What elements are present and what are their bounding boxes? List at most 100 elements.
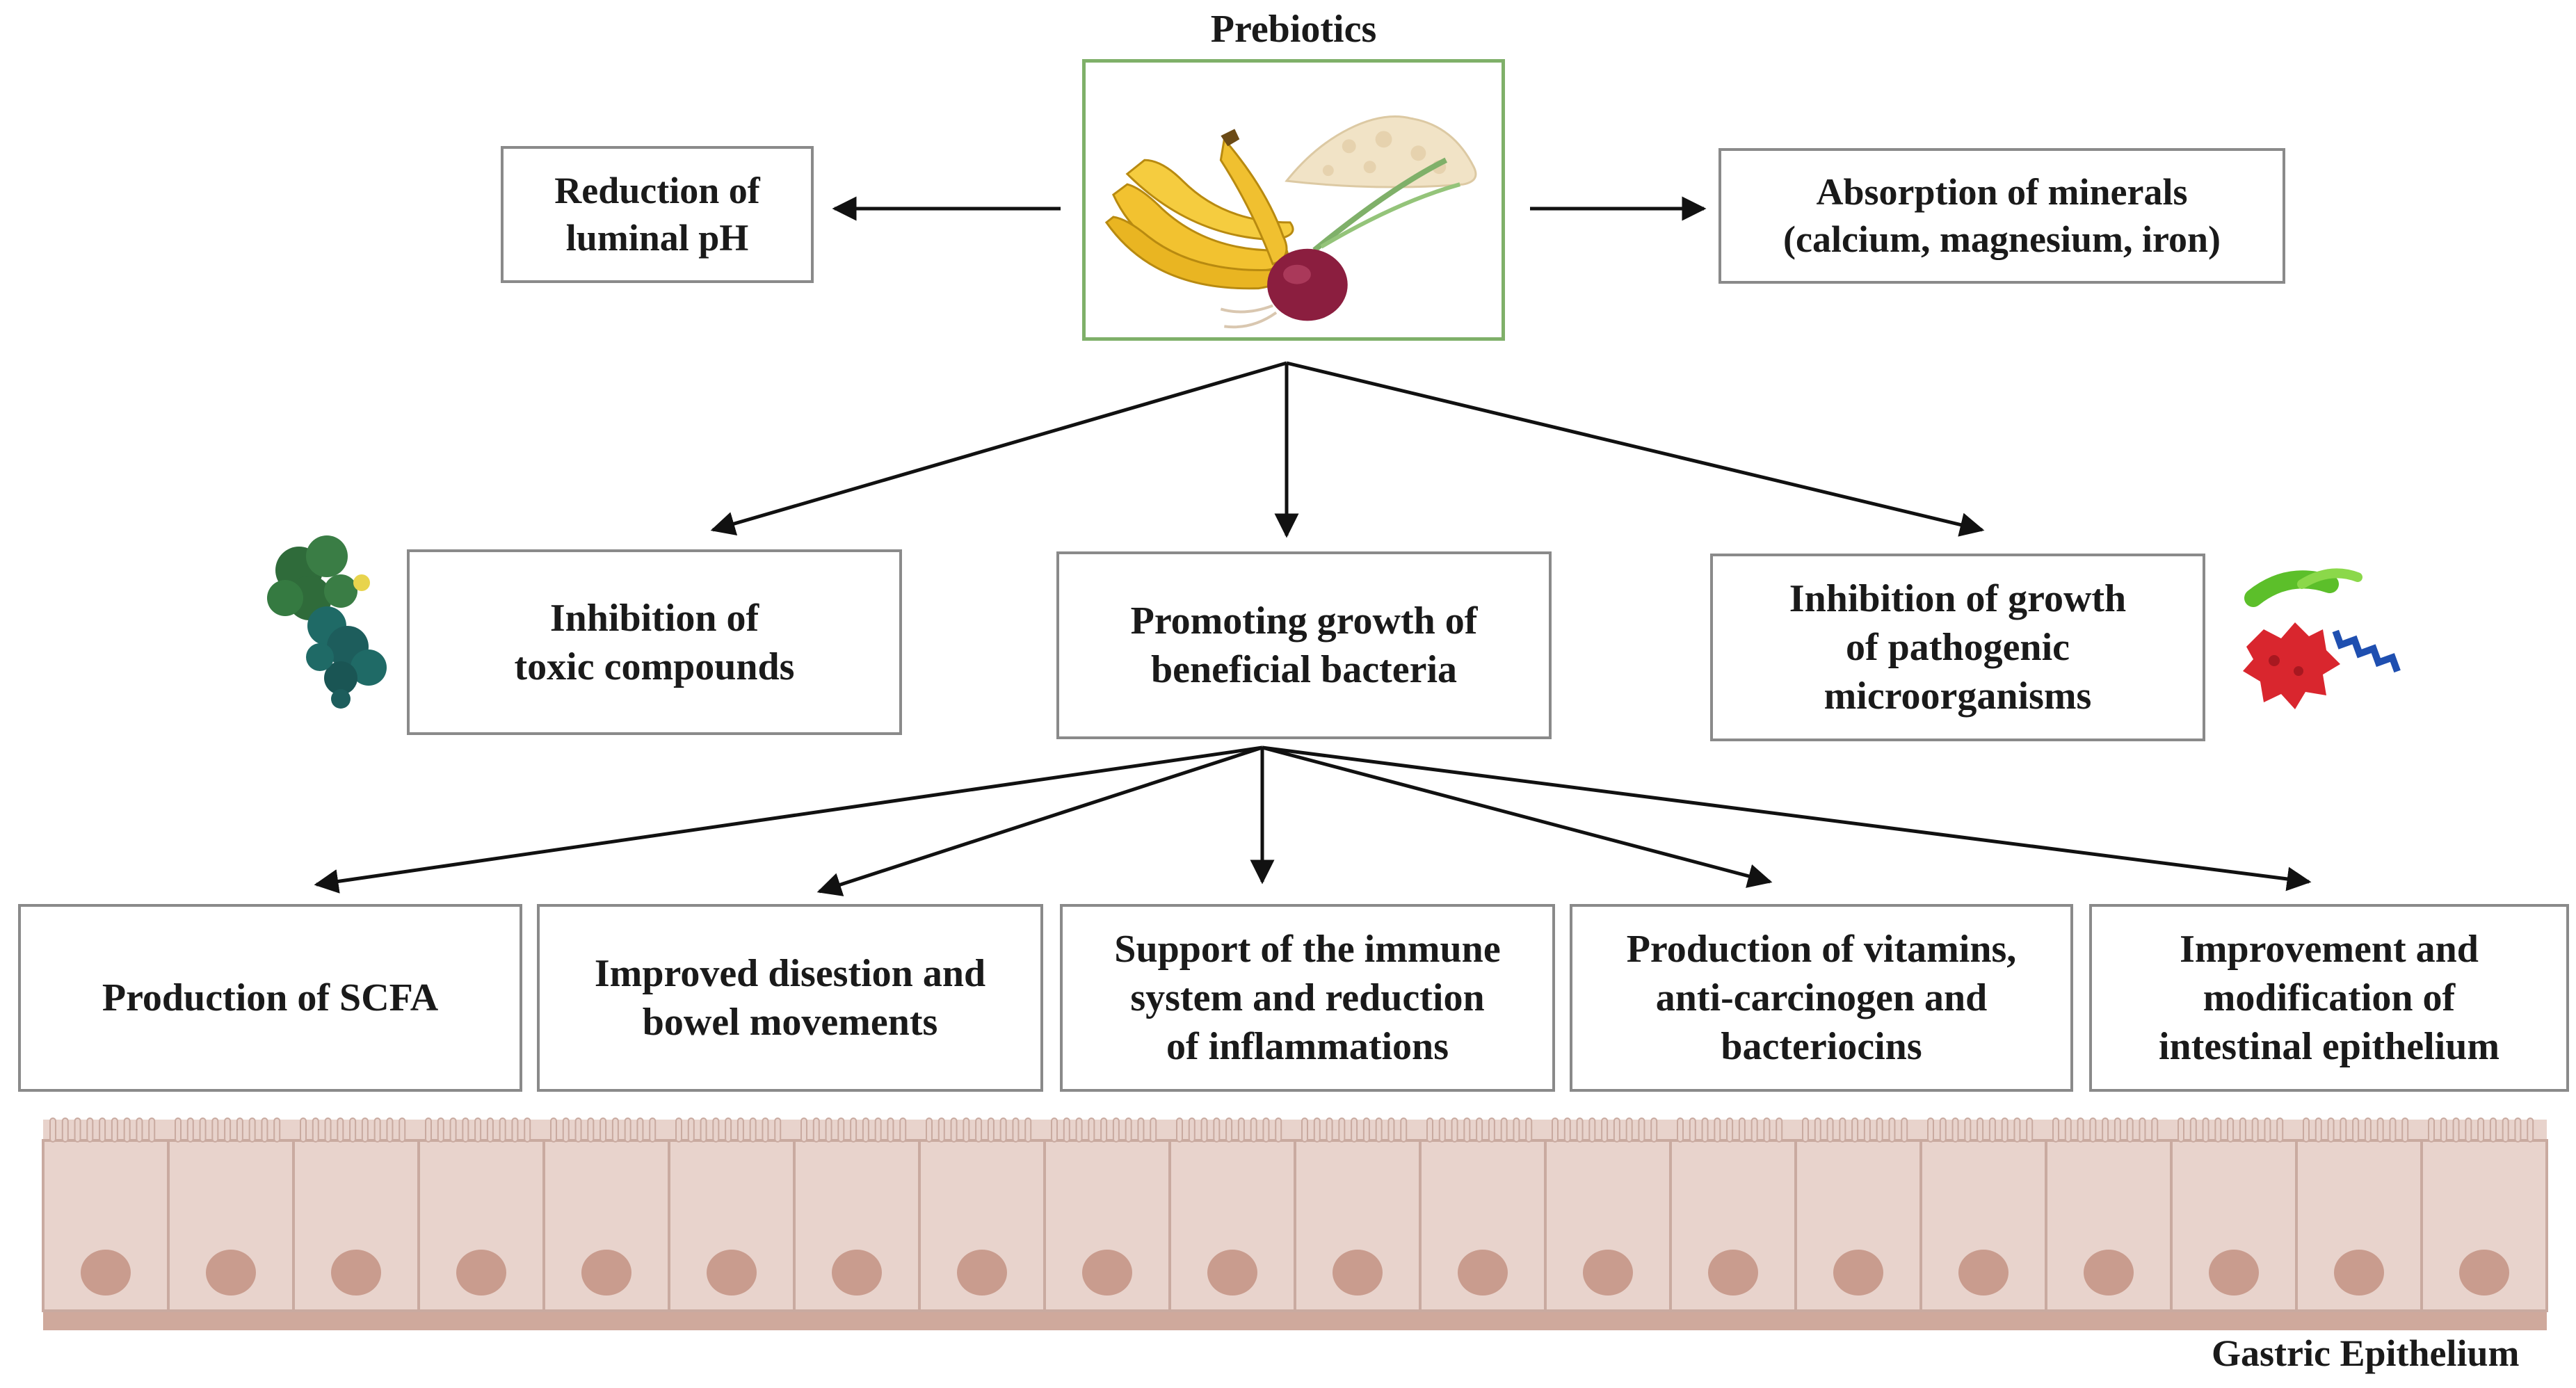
microvillus (2389, 1117, 2397, 1143)
epithelial-cell (2420, 1139, 2548, 1312)
microvillus (1814, 1117, 1821, 1143)
effect-inhibition-toxic-compounds: Inhibition of toxic compounds (407, 549, 902, 735)
microvillus (1951, 1117, 1959, 1143)
microvillus (599, 1117, 607, 1143)
microvillus (474, 1117, 482, 1143)
microvillus (725, 1117, 732, 1143)
microvillus (1638, 1117, 1645, 1143)
cell-nucleus (957, 1250, 1007, 1296)
microvillus (449, 1117, 457, 1143)
microvillus (2013, 1117, 2021, 1143)
cell-nucleus (1333, 1250, 1383, 1296)
cell-nucleus (1458, 1250, 1508, 1296)
microvillus (850, 1117, 858, 1143)
microvillus (887, 1117, 894, 1143)
microvillus (2089, 1117, 2097, 1143)
microvillus (1125, 1117, 1132, 1143)
cell-nucleus (1833, 1250, 1883, 1296)
microvillus (975, 1117, 983, 1143)
microvillus (1525, 1117, 1533, 1143)
microvillus (950, 1117, 958, 1143)
effect-improved-digestion: Improved disestion and bowel movements (537, 904, 1043, 1092)
microvillus (2352, 1117, 2360, 1143)
effect-reduction-luminal-ph: Reduction of luminal pH (501, 146, 814, 283)
microvillus (1701, 1117, 1709, 1143)
microvillus (687, 1117, 695, 1143)
microvillus (675, 1117, 682, 1143)
microvillus (324, 1117, 332, 1143)
effect-line: Support of the immune (1114, 928, 1501, 971)
arrow (1262, 745, 1773, 888)
microvillus (2151, 1117, 2159, 1143)
microvillus (2527, 1117, 2534, 1143)
microvillus (2315, 1117, 2322, 1143)
microvillus (2327, 1117, 2335, 1143)
microvillus (874, 1117, 882, 1143)
cell-nucleus (456, 1250, 506, 1296)
microvillus (1375, 1117, 1383, 1143)
arrow (314, 745, 1263, 894)
microvillus (349, 1117, 357, 1143)
banana-icon (1104, 129, 1294, 290)
microvillus (1763, 1117, 1771, 1143)
arrow (1262, 745, 2312, 891)
microvillus (1776, 1117, 1783, 1143)
microvillus (1977, 1117, 1984, 1143)
arrow (1286, 361, 1985, 537)
prebiotics-foods (1104, 115, 1477, 329)
prebiotics-image-box (1082, 59, 1505, 341)
microvillus (499, 1117, 506, 1143)
microvillus (837, 1117, 845, 1143)
microvillus (2177, 1117, 2184, 1143)
microvillus (1650, 1117, 1658, 1143)
microvillus (1863, 1117, 1871, 1143)
microvillus (1552, 1117, 1559, 1143)
microvillus (2227, 1117, 2235, 1143)
microvillus (1150, 1117, 1157, 1143)
microvillus (700, 1117, 707, 1143)
effect-immune-support: Support of the immune system and reducti… (1060, 904, 1555, 1092)
microvillus (736, 1117, 744, 1143)
effect-inhibition-pathogens: Inhibition of growth of pathogenic micro… (1710, 554, 2205, 741)
microvillus (825, 1117, 832, 1143)
microvillus (224, 1117, 232, 1143)
microvillus (1213, 1117, 1221, 1143)
microvillus (749, 1117, 757, 1143)
microvillus (86, 1117, 94, 1143)
microvillus (1012, 1117, 1020, 1143)
microvillus (2376, 1117, 2384, 1143)
microvillus (587, 1117, 595, 1143)
microvillus (2428, 1117, 2435, 1143)
microvillus (2340, 1117, 2347, 1143)
microvillus (2064, 1117, 2072, 1143)
microvillus (312, 1117, 319, 1143)
epithelial-cells (42, 1117, 2548, 1312)
effect-line: beneficial bacteria (1150, 648, 1458, 691)
microvillus (2514, 1117, 2522, 1143)
effect-line: modification of (2203, 976, 2456, 1019)
microvillus (1024, 1117, 1032, 1143)
effect-line: anti-carcinogen and (1655, 976, 1988, 1019)
microvillus (337, 1117, 344, 1143)
microvillus (636, 1117, 644, 1143)
microvillus (2251, 1117, 2259, 1143)
microvillus (1625, 1117, 1633, 1143)
cell-nucleus (1583, 1250, 1633, 1296)
microvillus (712, 1117, 720, 1143)
microvillus (261, 1117, 268, 1143)
microvillus (1750, 1117, 1758, 1143)
microvillus (148, 1117, 156, 1143)
microvillus (2077, 1117, 2084, 1143)
effect-line: Production of vitamins, (1626, 928, 2017, 971)
epithelium-label: Gastric Epithelium (2212, 1332, 2520, 1374)
microvillus (1726, 1117, 1734, 1143)
microvillus (926, 1117, 933, 1143)
microvillus (1075, 1117, 1083, 1143)
microvillus (1188, 1117, 1196, 1143)
microvillus (511, 1117, 519, 1143)
microvillus (963, 1117, 970, 1143)
microvillus (1112, 1117, 1120, 1143)
microvillus (1689, 1117, 1696, 1143)
effect-line: of inflammations (1166, 1025, 1449, 1068)
effect-line: Inhibition of (549, 596, 759, 640)
